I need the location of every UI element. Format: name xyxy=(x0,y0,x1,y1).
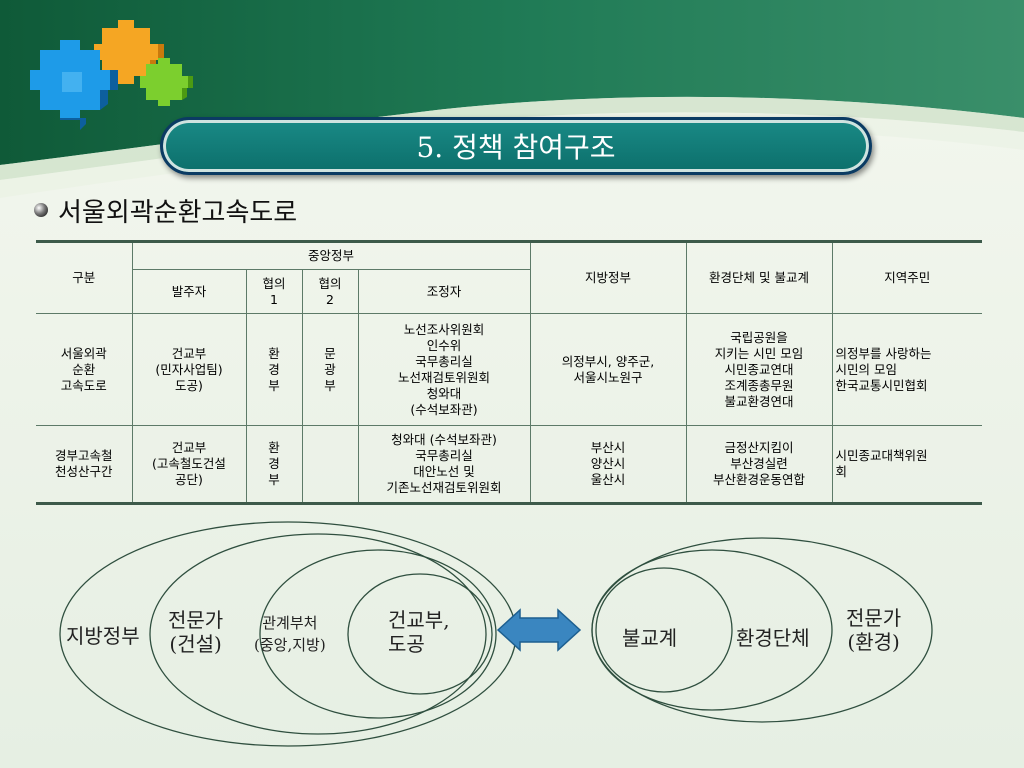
label-molit-highway-corp: 건교부, 도공 xyxy=(388,608,450,656)
row-orderer: 건교부 (민자사업팀) 도공) xyxy=(131,313,247,426)
row-env: 국립공원을 지키는 시민 모임 시민종교연대 조계종총무원 불교환경연대 xyxy=(685,313,833,426)
row-env: 금정산지킴이 부산경실련 부산환경운동연합 xyxy=(685,425,833,504)
slide-title: 5. 정책 참여구조 xyxy=(160,117,872,175)
header-coop2: 협의 2 xyxy=(301,269,359,314)
table-row: 서울외곽 순환 고속도로 건교부 (민자사업팀) 도공) 환 경 부 문 광 부… xyxy=(36,313,982,426)
header-env: 환경단체 및 불교계 xyxy=(685,241,833,314)
label-local-government: 지방정부 xyxy=(66,624,140,648)
row-mediator: 청와대 (수석보좌관) 국무총리실 대안노선 및 기존노선재검토위원회 xyxy=(357,425,531,504)
header-local: 지방정부 xyxy=(529,241,687,314)
row-name: 경부고속철 천성산구간 xyxy=(36,425,133,504)
row-mediator: 노선조사위원회 인수위 국무총리실 노선재검토위원회 청와대 (수석보좌관) xyxy=(357,313,531,426)
bullet-heading: 서울외곽순환고속도로 xyxy=(34,192,297,228)
blue-cube-icon xyxy=(30,40,118,130)
table-header-row: 구분 중앙정부 지방정부 환경단체 및 불교계 지역주민 xyxy=(36,241,982,314)
green-cube-icon xyxy=(140,58,193,106)
row-coop1: 환 경 부 xyxy=(245,313,303,426)
header-orderer: 발주자 xyxy=(132,269,247,314)
row-name: 서울외곽 순환 고속도로 xyxy=(36,313,133,426)
row-residents: 의정부를 사랑하는 시민의 모임 한국교통시민협회 xyxy=(831,313,982,426)
puzzle-cubes-logo xyxy=(30,20,193,130)
label-expert-environment: 전문가 (환경) xyxy=(846,606,902,654)
label-related-ministries: 관계부처 (중앙,지방) xyxy=(254,614,326,654)
header-central: 중앙정부 xyxy=(131,241,531,270)
row-coop2 xyxy=(301,425,359,504)
header-gubun: 구분 xyxy=(36,241,133,314)
row-local: 부산시 양산시 울산시 xyxy=(529,425,687,504)
bullet-icon xyxy=(34,203,48,217)
row-orderer: 건교부 (고속철도건설 공단) xyxy=(131,425,247,504)
table-subheader-row: 발주자 협의 1 협의 2 조정자 xyxy=(36,269,982,314)
row-coop2: 문 광 부 xyxy=(301,313,359,426)
header-mediator: 조정자 xyxy=(357,269,530,314)
policy-participation-table: 구분 중앙정부 지방정부 환경단체 및 불교계 지역주민 발주자 협의 1 협의… xyxy=(36,240,982,505)
bullet-heading-text: 서울외곽순환고속도로 xyxy=(58,197,298,228)
header-coop1: 협의 1 xyxy=(245,269,303,314)
row-residents: 시민종교대책위원 회 xyxy=(831,425,982,504)
label-environmental-groups: 환경단체 xyxy=(736,626,810,650)
label-expert-construction: 전문가 (건설) xyxy=(168,608,224,656)
label-buddhist-community: 불교계 xyxy=(622,626,678,650)
row-local: 의정부시, 양주군, 서울시노원구 xyxy=(529,313,687,426)
header-residents: 지역주민 xyxy=(831,241,982,314)
row-coop1: 환 경 부 xyxy=(245,425,303,504)
table-row: 경부고속철 천성산구간 건교부 (고속철도건설 공단) 환 경 부 청와대 (수… xyxy=(36,425,982,504)
